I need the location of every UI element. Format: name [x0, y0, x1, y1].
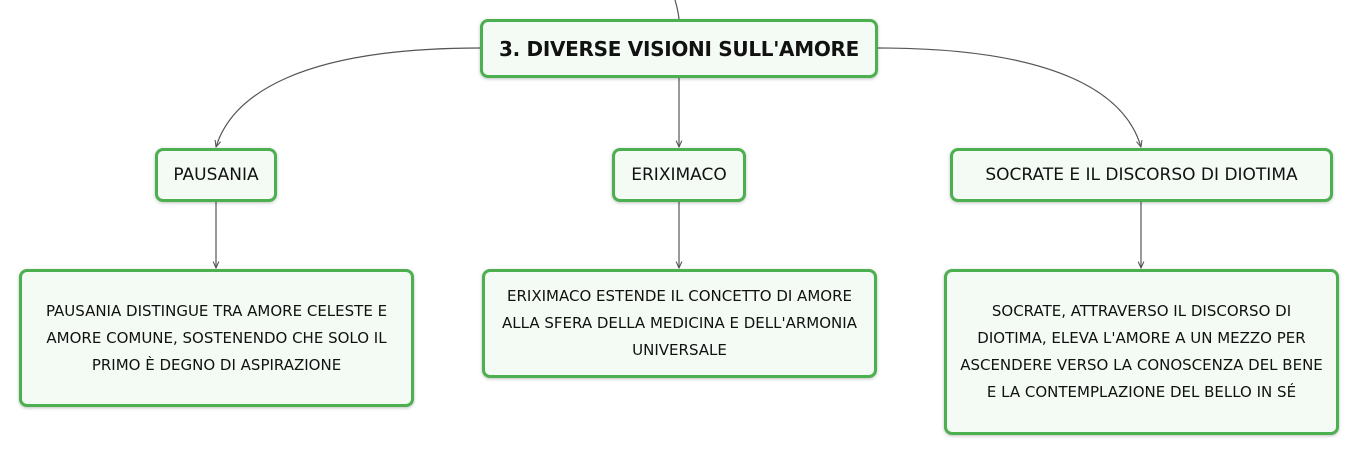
topic-node-eriximaco[interactable]: ERIXIMACO [612, 148, 746, 202]
topic-label-pausania: PAUSANIA [173, 165, 259, 185]
connector-root-socrate [877, 47, 1141, 147]
connector-incoming [674, 0, 680, 20]
topic-node-pausania[interactable]: PAUSANIA [155, 148, 277, 202]
topic-node-socrate[interactable]: SOCRATE E IL DISCORSO DI DIOTIMA [950, 148, 1333, 202]
detail-text-pausania: PAUSANIA DISTINGUE TRA AMORE CELESTE E A… [45, 301, 388, 374]
root-topic-node[interactable]: 3. DIVERSE VISIONI SULL'AMORE [480, 19, 878, 78]
detail-text-socrate: SOCRATE, ATTRAVERSO IL DISCORSO DI DIOTI… [960, 302, 1323, 401]
detail-node-eriximaco[interactable]: ERIXIMACO ESTENDE IL CONCETTO DI AMORE A… [482, 269, 877, 378]
topic-label-eriximaco: ERIXIMACO [631, 165, 727, 185]
root-topic-label: 3. DIVERSE VISIONI SULL'AMORE [498, 36, 859, 61]
detail-text-eriximaco: ERIXIMACO ESTENDE IL CONCETTO DI AMORE A… [502, 287, 857, 359]
topic-label-socrate: SOCRATE E IL DISCORSO DI DIOTIMA [985, 165, 1298, 185]
connector-root-pausania [216, 47, 481, 147]
detail-node-socrate[interactable]: SOCRATE, ATTRAVERSO IL DISCORSO DI DIOTI… [944, 269, 1339, 435]
detail-node-pausania[interactable]: PAUSANIA DISTINGUE TRA AMORE CELESTE E A… [19, 269, 414, 407]
